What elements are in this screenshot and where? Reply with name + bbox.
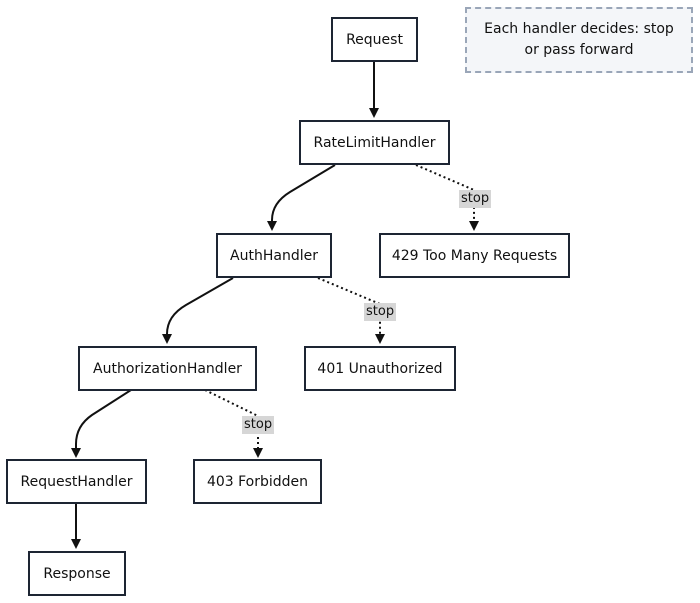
edge-auth-to-authorization (162, 277, 234, 344)
stop-label-403: stop (242, 416, 275, 434)
stop-label-429: stop (459, 190, 492, 208)
node-401-unauthorized: 401 Unauthorized (304, 346, 456, 391)
edge-authorization-to-requesthandler (71, 389, 132, 458)
node-auth-handler: AuthHandler (216, 233, 332, 278)
node-403-forbidden: 403 Forbidden (193, 459, 322, 504)
edge-authorization-stop (204, 389, 263, 458)
node-ratelimit-handler: RateLimitHandler (299, 120, 450, 165)
stop-label-401: stop (364, 303, 397, 321)
node-429-too-many-requests: 429 Too Many Requests (379, 233, 570, 278)
node-request: Request (331, 17, 418, 62)
note-box: Each handler decides: stop or pass forwa… (465, 7, 693, 73)
node-response: Response (28, 551, 126, 596)
node-request-handler: RequestHandler (6, 459, 147, 504)
edge-ratelimit-stop (415, 164, 479, 231)
edge-ratelimit-to-auth (267, 164, 336, 231)
node-authorization-handler: AuthorizationHandler (78, 346, 257, 391)
